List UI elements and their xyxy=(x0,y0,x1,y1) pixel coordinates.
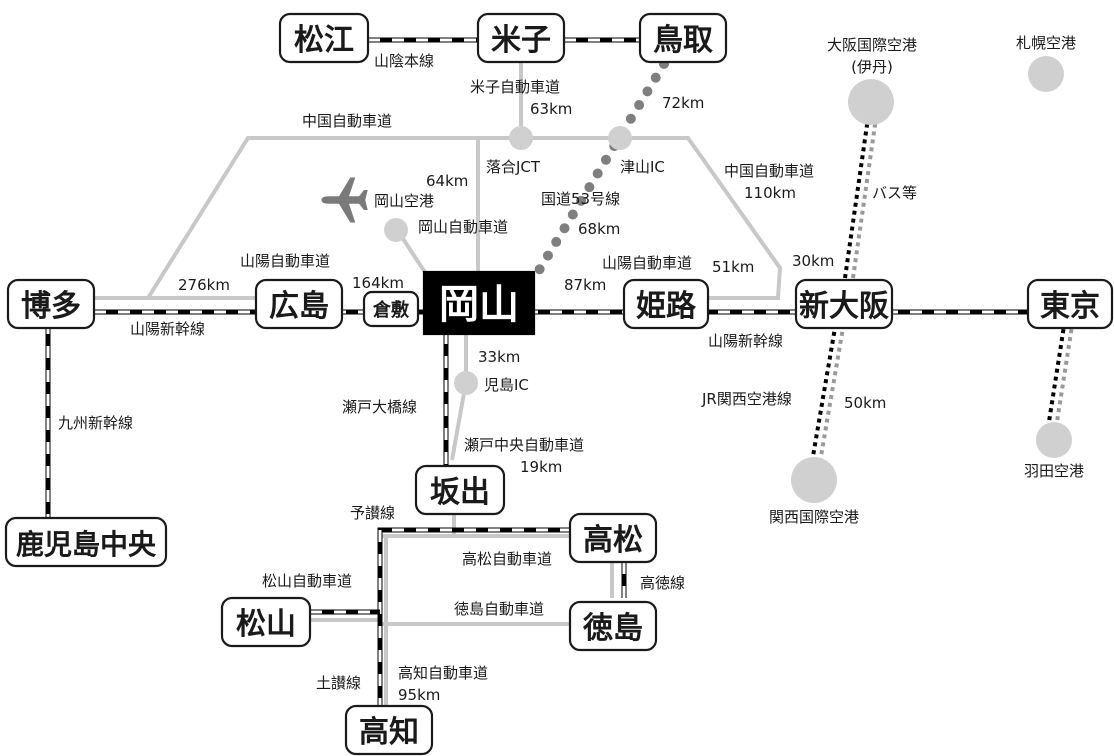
station-himeji[interactable]: 姫路 xyxy=(622,278,710,330)
haneda-airport-node xyxy=(1036,422,1072,458)
label-ochiai-distance: 64km xyxy=(426,172,468,190)
label-chugoku-distance: 110km xyxy=(744,184,796,202)
label-matsuyama-expressway: 松山自動車道 xyxy=(262,572,352,590)
itami-airport-node xyxy=(848,79,894,125)
okayama-airport-node xyxy=(384,218,408,242)
airport-links xyxy=(810,117,1074,463)
label-kojima-ic: 児島IC xyxy=(484,376,529,394)
label-kojima-distance: 33km xyxy=(478,348,520,366)
station-matsue[interactable]: 松江 xyxy=(278,12,370,64)
label-himeji-distance: 87km xyxy=(564,276,606,294)
map-labels: 山陰本線 米子自動車道 63km 72km 中国自動車道 落合JCT 津山IC … xyxy=(58,34,1084,704)
station-tokyo[interactable]: 東京 xyxy=(1026,278,1114,330)
station-sakaide[interactable]: 坂出 xyxy=(414,464,506,516)
label-jr-kansai-airport-line: JR関西空港線 xyxy=(701,390,792,408)
station-okayama[interactable]: 岡山 xyxy=(422,270,536,336)
label-hiroshima-distance: 164km xyxy=(352,274,404,292)
kojima-ic-node xyxy=(454,371,478,395)
svg-text:鹿児島中央: 鹿児島中央 xyxy=(16,528,157,561)
svg-text:岡山: 岡山 xyxy=(439,282,519,328)
stations: 松江 米子 鳥取 博多 広島 倉敷 岡山 姫路 xyxy=(4,12,1114,756)
label-itami-airport-2: (伊丹) xyxy=(851,58,893,76)
label-tokushima-expressway: 徳島自動車道 xyxy=(454,600,544,618)
station-matsuyama[interactable]: 松山 xyxy=(220,596,312,648)
svg-text:坂出: 坂出 xyxy=(430,475,490,510)
label-kotoku-line: 高徳線 xyxy=(640,574,685,592)
label-sanyo-expressway-east: 山陽自動車道 xyxy=(602,254,692,272)
label-okayama-airport: 岡山空港 xyxy=(374,192,434,210)
haneda-link xyxy=(1046,325,1066,429)
station-hiroshima[interactable]: 広島 xyxy=(254,278,344,330)
label-okayama-expressway: 岡山自動車道 xyxy=(418,218,508,236)
label-takamatsu-expressway: 高松自動車道 xyxy=(462,550,552,568)
sapporo-airport-node xyxy=(1028,56,1064,92)
map-nodes xyxy=(384,56,1072,503)
chugoku-expressway xyxy=(146,136,783,300)
label-kyushu-shinkansen: 九州新幹線 xyxy=(58,414,133,432)
kansai-airport-node xyxy=(791,457,837,503)
label-kansai-distance: 50km xyxy=(844,394,886,412)
label-sakaide-distance: 19km xyxy=(520,458,562,476)
label-sanyo-shinkansen-west: 山陽新幹線 xyxy=(130,320,205,338)
svg-text:博多: 博多 xyxy=(21,289,81,324)
label-sanyo-expressway-west: 山陽自動車道 xyxy=(240,252,330,270)
svg-text:東京: 東京 xyxy=(1040,289,1100,324)
tsuyama-ic-node xyxy=(608,126,632,150)
airplane-icon xyxy=(321,177,368,223)
station-kochi[interactable]: 高知 xyxy=(344,704,434,756)
station-shin-osaka[interactable]: 新大阪 xyxy=(794,278,894,330)
label-sanyo-shinkansen-east: 山陽新幹線 xyxy=(708,332,783,350)
station-kagoshima-chuo[interactable]: 鹿児島中央 xyxy=(4,516,168,568)
label-yonago-expressway: 米子自動車道 xyxy=(470,78,560,96)
label-sanyo-distance-east: 51km xyxy=(712,258,754,276)
svg-text:松江: 松江 xyxy=(294,23,354,58)
svg-text:広島: 広島 xyxy=(269,289,329,324)
svg-text:松山: 松山 xyxy=(236,607,296,642)
label-kansai-airport: 関西国際空港 xyxy=(769,508,859,526)
svg-text:米子: 米子 xyxy=(491,23,551,58)
label-route53: 国道53号線 xyxy=(541,190,620,208)
expressway-network xyxy=(94,40,783,712)
label-kochi-expressway: 高知自動車道 xyxy=(398,664,488,682)
label-sanin-line: 山陰本線 xyxy=(374,52,434,70)
station-hakata[interactable]: 博多 xyxy=(6,278,96,330)
label-tsuyama-distance: 68km xyxy=(578,220,620,238)
bus-itami-link xyxy=(843,117,870,279)
svg-text:高松: 高松 xyxy=(583,523,643,558)
station-yonago[interactable]: 米子 xyxy=(476,12,566,64)
label-dosan-line: 土讃線 xyxy=(316,674,361,692)
label-haneda-airport: 羽田空港 xyxy=(1024,462,1084,480)
svg-text:徳島: 徳島 xyxy=(582,611,643,646)
svg-text:倉敷: 倉敷 xyxy=(372,299,410,321)
svg-text:高知: 高知 xyxy=(359,715,419,750)
label-tottori-distance: 72km xyxy=(662,94,704,112)
svg-text:鳥取: 鳥取 xyxy=(653,23,713,58)
jr-kansai-airport-link xyxy=(810,321,838,463)
label-chugoku-expressway-top: 中国自動車道 xyxy=(302,112,392,130)
station-takamatsu[interactable]: 高松 xyxy=(568,512,658,564)
svg-text:姫路: 姫路 xyxy=(636,289,697,324)
svg-text:新大阪: 新大阪 xyxy=(799,289,889,324)
station-kurashiki[interactable]: 倉敷 xyxy=(362,290,420,328)
label-tsuyama-ic: 津山IC xyxy=(620,158,665,176)
label-bus: バス等 xyxy=(872,184,917,202)
label-shin-osaka-distance: 30km xyxy=(792,252,834,270)
label-sapporo-airport: 札幌空港 xyxy=(1016,34,1076,52)
label-yosan-line: 予讃線 xyxy=(350,504,395,522)
label-seto-chuo-expressway: 瀬戸中央自動車道 xyxy=(464,436,584,454)
label-itami-airport-1: 大阪国際空港 xyxy=(827,36,917,54)
label-hakata-distance: 276km xyxy=(178,276,230,294)
label-ochiai-jct: 落合JCT xyxy=(486,158,541,176)
station-tokushima[interactable]: 徳島 xyxy=(568,600,658,652)
label-kochi-distance: 95km xyxy=(398,686,440,704)
ochiai-jct-node xyxy=(509,126,533,150)
label-yonago-distance: 63km xyxy=(530,100,572,118)
station-tottori[interactable]: 鳥取 xyxy=(638,12,728,64)
label-chugoku-expressway-right: 中国自動車道 xyxy=(724,162,814,180)
label-seto-ohashi-line: 瀬戸大橋線 xyxy=(342,398,417,416)
